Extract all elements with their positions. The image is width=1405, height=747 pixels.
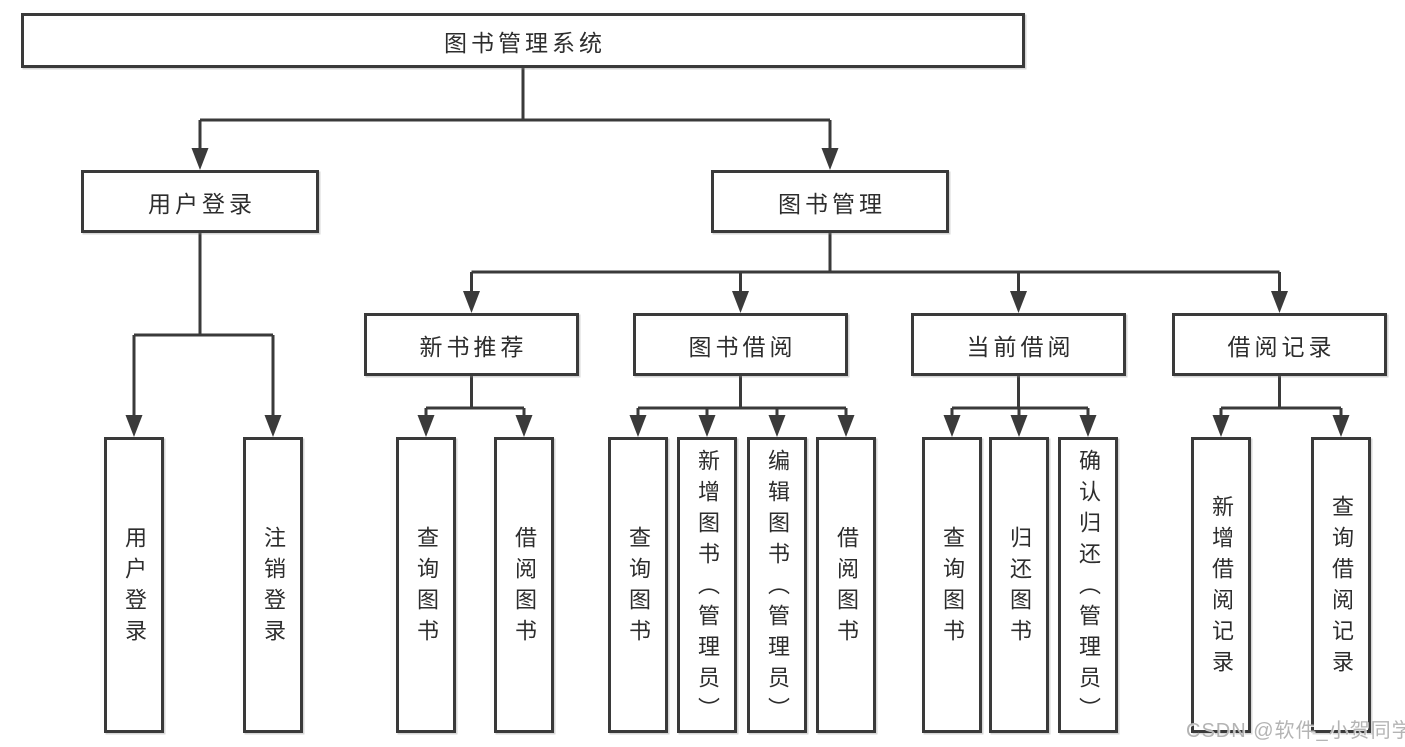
leaf-logout: 注销登录 (243, 437, 303, 733)
leaf-borrow-edit-book-admin: 编辑图书（管理员） (747, 437, 807, 733)
node-borrow-records: 借阅记录 (1172, 313, 1387, 376)
connector-book-borrow-to-leaves (629, 376, 855, 437)
connector-current-borrow-to-leaves (943, 376, 1097, 437)
node-current-borrow: 当前借阅 (911, 313, 1126, 376)
leaf-new-book-borrow-book: 借阅图书 (494, 437, 554, 733)
leaf-borrow-add-book-admin: 新增图书（管理员） (677, 437, 737, 733)
leaf-user-login: 用户登录 (104, 437, 164, 733)
node-new-book-recommend: 新书推荐 (364, 313, 579, 376)
connector-borrow-records-to-leaves (1212, 376, 1350, 437)
leaf-new-book-query-book: 查询图书 (396, 437, 456, 733)
watermark: CSDN @软件_小贺同学 (1186, 720, 1405, 742)
connector-book-management-to-level3 (463, 233, 1288, 313)
connector-new-book-to-leaves (417, 376, 533, 437)
leaf-current-confirm-return-admin: 确认归还（管理员） (1058, 437, 1118, 733)
node-user-login: 用户登录 (81, 170, 319, 233)
leaf-current-query-book: 查询图书 (922, 437, 982, 733)
leaf-records-add-borrow-record: 新增借阅记录 (1191, 437, 1251, 733)
connector-root-to-level2 (191, 68, 839, 170)
connector-user-login-to-leaves (125, 233, 282, 437)
leaf-borrow-borrow-book: 借阅图书 (816, 437, 876, 733)
node-library-management-system: 图书管理系统 (21, 13, 1025, 68)
leaf-borrow-query-book: 查询图书 (608, 437, 668, 733)
node-book-borrow: 图书借阅 (633, 313, 848, 376)
leaf-records-query-borrow-record: 查询借阅记录 (1311, 437, 1371, 733)
leaf-current-return-book: 归还图书 (989, 437, 1049, 733)
node-book-management: 图书管理 (711, 170, 949, 233)
